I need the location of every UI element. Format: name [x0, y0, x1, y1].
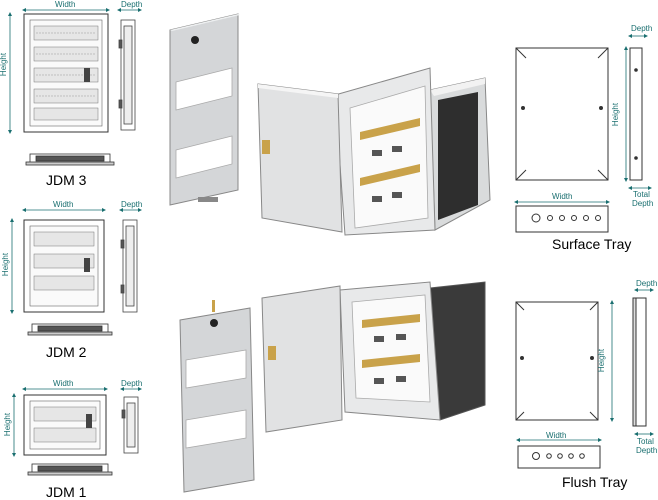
- flush-tray-dimension-lines: [516, 288, 654, 442]
- flush-tray-title: Flush Tray: [562, 474, 628, 490]
- jdm1-front-view: [23, 394, 107, 456]
- surface-door-panel: [169, 13, 240, 206]
- flush-tray-width-label: Width: [546, 431, 567, 440]
- jdm2-width-label: Width: [53, 200, 74, 209]
- jdm3-height-label: Height: [0, 52, 9, 77]
- door-lock-icon: [86, 414, 92, 428]
- flush-tray-total-label: Total: [637, 437, 654, 446]
- busbar-rail: [360, 118, 420, 186]
- door-lock-icon: [84, 258, 90, 272]
- jdm1-bottom-view: [27, 463, 113, 476]
- jdm3-width-label: Width: [55, 0, 76, 9]
- door-lock-icon: [84, 68, 90, 82]
- jdm1-side-view: [121, 396, 139, 454]
- jdm2-dimension-lines: [10, 208, 142, 314]
- surface-tray-bottom-view: [515, 205, 609, 233]
- jdm1-dimension-lines: [12, 387, 142, 457]
- jdm3-front-view: [23, 13, 109, 133]
- flush-tray-depth-label: Depth: [636, 279, 658, 288]
- door-handle-icon: [262, 140, 270, 154]
- surface-tray-front-view: [515, 47, 609, 181]
- jdm1-width-label: Width: [53, 379, 74, 388]
- surface-tray-width-label: Width: [552, 192, 573, 201]
- flush-enclosure-assembly: [261, 281, 486, 433]
- surface-tray-side-view: [629, 47, 643, 181]
- flush-door-panel: [179, 300, 255, 493]
- jdm3-depth-label: Depth: [121, 0, 143, 9]
- jdm3-title: JDM 3: [46, 172, 87, 188]
- jdm3-dimension-lines: [8, 8, 142, 134]
- flush-tray-total-depth-label: Depth: [636, 446, 658, 455]
- jdm1-height-label: Height: [3, 412, 13, 437]
- busbar-rail: [362, 314, 420, 368]
- surface-tray-depth-label: Depth: [631, 24, 653, 33]
- flush-tray-front-view: [515, 301, 599, 421]
- jdm3-bottom-view: [25, 153, 115, 166]
- surface-enclosure-assembly: [257, 67, 491, 236]
- jdm2-height-label: Height: [1, 252, 11, 277]
- jdm2-bottom-view: [27, 323, 113, 336]
- jdm2-side-view: [120, 219, 138, 313]
- surface-tray-total-label: Total: [633, 190, 650, 199]
- flush-tray-bottom-view: [517, 445, 601, 469]
- jdm2-title: JDM 2: [46, 344, 87, 360]
- flush-tray-side-view: [632, 297, 647, 427]
- jdm3-side-view: [118, 19, 136, 131]
- surface-tray-dimension-lines: [514, 34, 652, 204]
- surface-tray-title: Surface Tray: [552, 236, 632, 252]
- door-handle-icon: [268, 346, 276, 360]
- flush-tray-height-label: Height: [597, 348, 607, 373]
- jdm2-front-view: [23, 219, 105, 313]
- jdm1-depth-label: Depth: [121, 379, 143, 388]
- jdm1-title: JDM 1: [46, 484, 87, 500]
- surface-tray-total-depth-label: Depth: [632, 199, 654, 208]
- jdm2-depth-label: Depth: [121, 200, 143, 209]
- surface-tray-height-label: Height: [611, 102, 621, 127]
